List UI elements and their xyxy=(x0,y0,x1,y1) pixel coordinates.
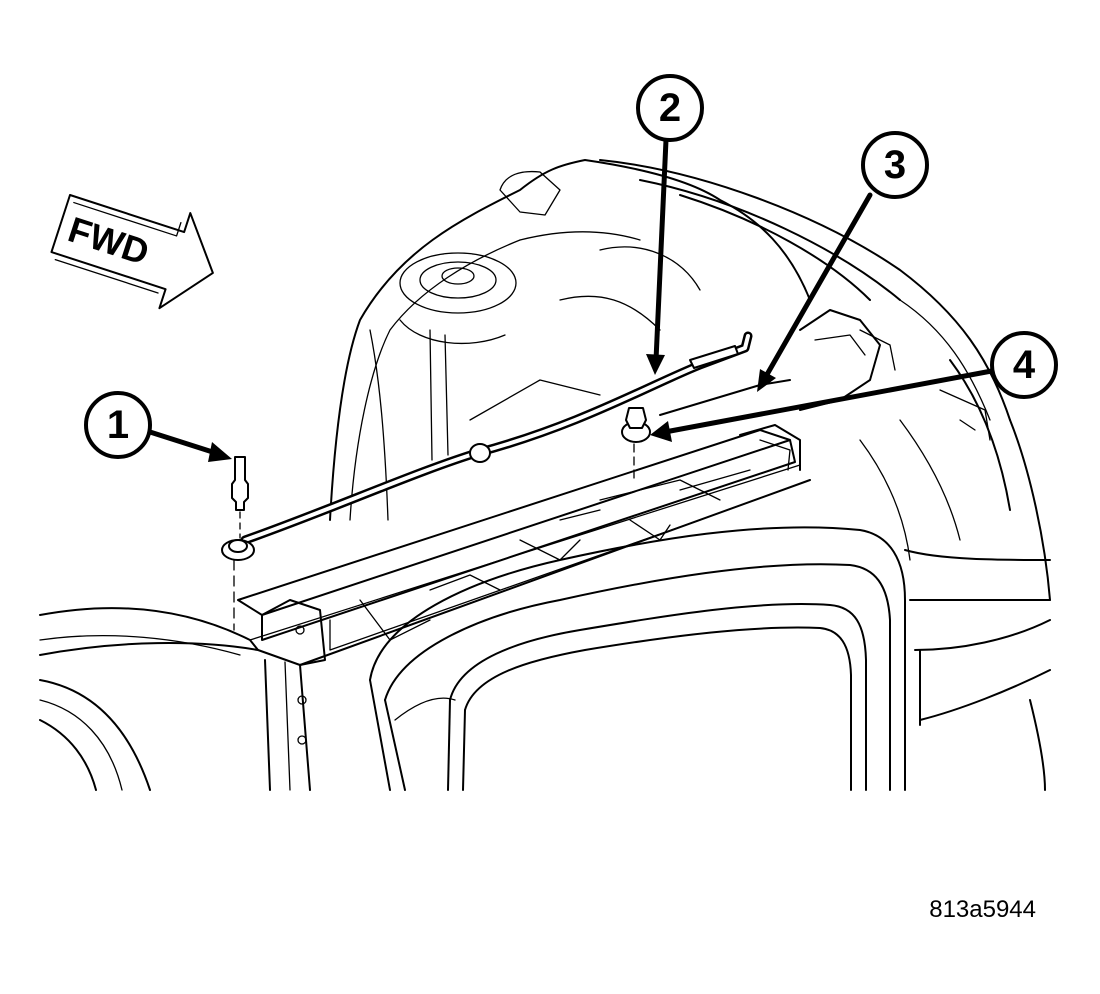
push-pin-fastener xyxy=(231,456,249,539)
callout-2: 2 xyxy=(636,74,704,142)
callout-number-2: 2 xyxy=(659,86,681,130)
callout-3: 3 xyxy=(861,131,929,199)
hood-prop-rod xyxy=(240,331,753,545)
vehicle-body-lineart xyxy=(39,159,1051,791)
callout-1: 1 xyxy=(84,391,152,459)
callout-4: 4 xyxy=(990,331,1058,399)
prop-rod-retainer-clip xyxy=(621,407,651,479)
callout-leaders xyxy=(147,137,1000,462)
callout-number-4: 4 xyxy=(1013,343,1036,387)
callout-number-3: 3 xyxy=(884,143,906,187)
prop-rod-bracket xyxy=(659,379,791,416)
figure-id-label: 813a5944 xyxy=(929,896,1036,923)
callout-number-1: 1 xyxy=(107,403,129,447)
prop-rod-grommet xyxy=(221,539,255,631)
forward-direction-arrow: FWD xyxy=(50,194,214,310)
